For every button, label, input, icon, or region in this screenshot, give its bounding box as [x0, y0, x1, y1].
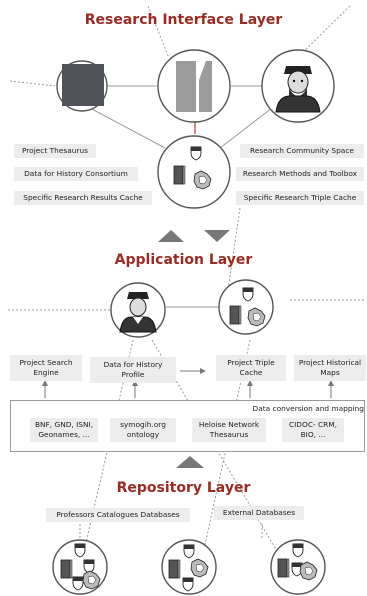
history-consortium-label: Data for History Consortium [14, 167, 138, 181]
heloise-thesaurus-label: Heloise Network Thesaurus [192, 418, 266, 442]
history-profile-label: Data for History Profile [90, 357, 176, 383]
application-layer-title: Application Layer [114, 252, 253, 268]
research-triple-cache-label: Specific Research Triple Cache [236, 191, 364, 205]
scholar-portrait-icon [275, 66, 321, 113]
community-space-label: Research Community Space [240, 144, 364, 158]
symogih-ontology-label: symogih.org ontology [110, 418, 176, 442]
professors-catalogues-label: Professors Catalogues Databases [46, 508, 190, 522]
application-arrows [42, 368, 334, 398]
database-circle[interactable] [157, 135, 231, 209]
search-engine-label: Project Search Engine [10, 355, 82, 381]
up-arrow-icon [176, 456, 204, 468]
scholar-portrait-icon [119, 292, 157, 333]
research-results-cache-label: Specific Research Results Cache [14, 191, 152, 205]
triple-cache-label: Project Triple Cache [216, 355, 286, 381]
down-arrow-icon [204, 230, 230, 242]
up-arrow-icon [158, 230, 184, 242]
repository-connectors [79, 524, 263, 538]
research-connectors [9, 5, 351, 291]
data-conversion-title: Data conversion and mapping [252, 404, 364, 413]
repository-layer-title: Repository Layer [116, 480, 251, 496]
authority-files-label: BNF, GND, ISNI, Geonames, ... [30, 418, 98, 442]
methods-toolbox-label: Research Methods and Toolbox [236, 167, 364, 181]
cidoc-crm-label: CIDOC- CRM, BIO, ... [282, 418, 344, 442]
project-thesaurus-label: Project Thesaurus [14, 144, 96, 158]
thesaurus-icon [62, 64, 104, 106]
document-icon [176, 61, 212, 112]
professors-db-circle-2[interactable] [161, 539, 217, 595]
research-layer-title: Research Interface Layer [84, 12, 283, 28]
historical-maps-label: Project Historical Maps [294, 355, 366, 381]
external-databases-label: External Databases [214, 506, 304, 520]
